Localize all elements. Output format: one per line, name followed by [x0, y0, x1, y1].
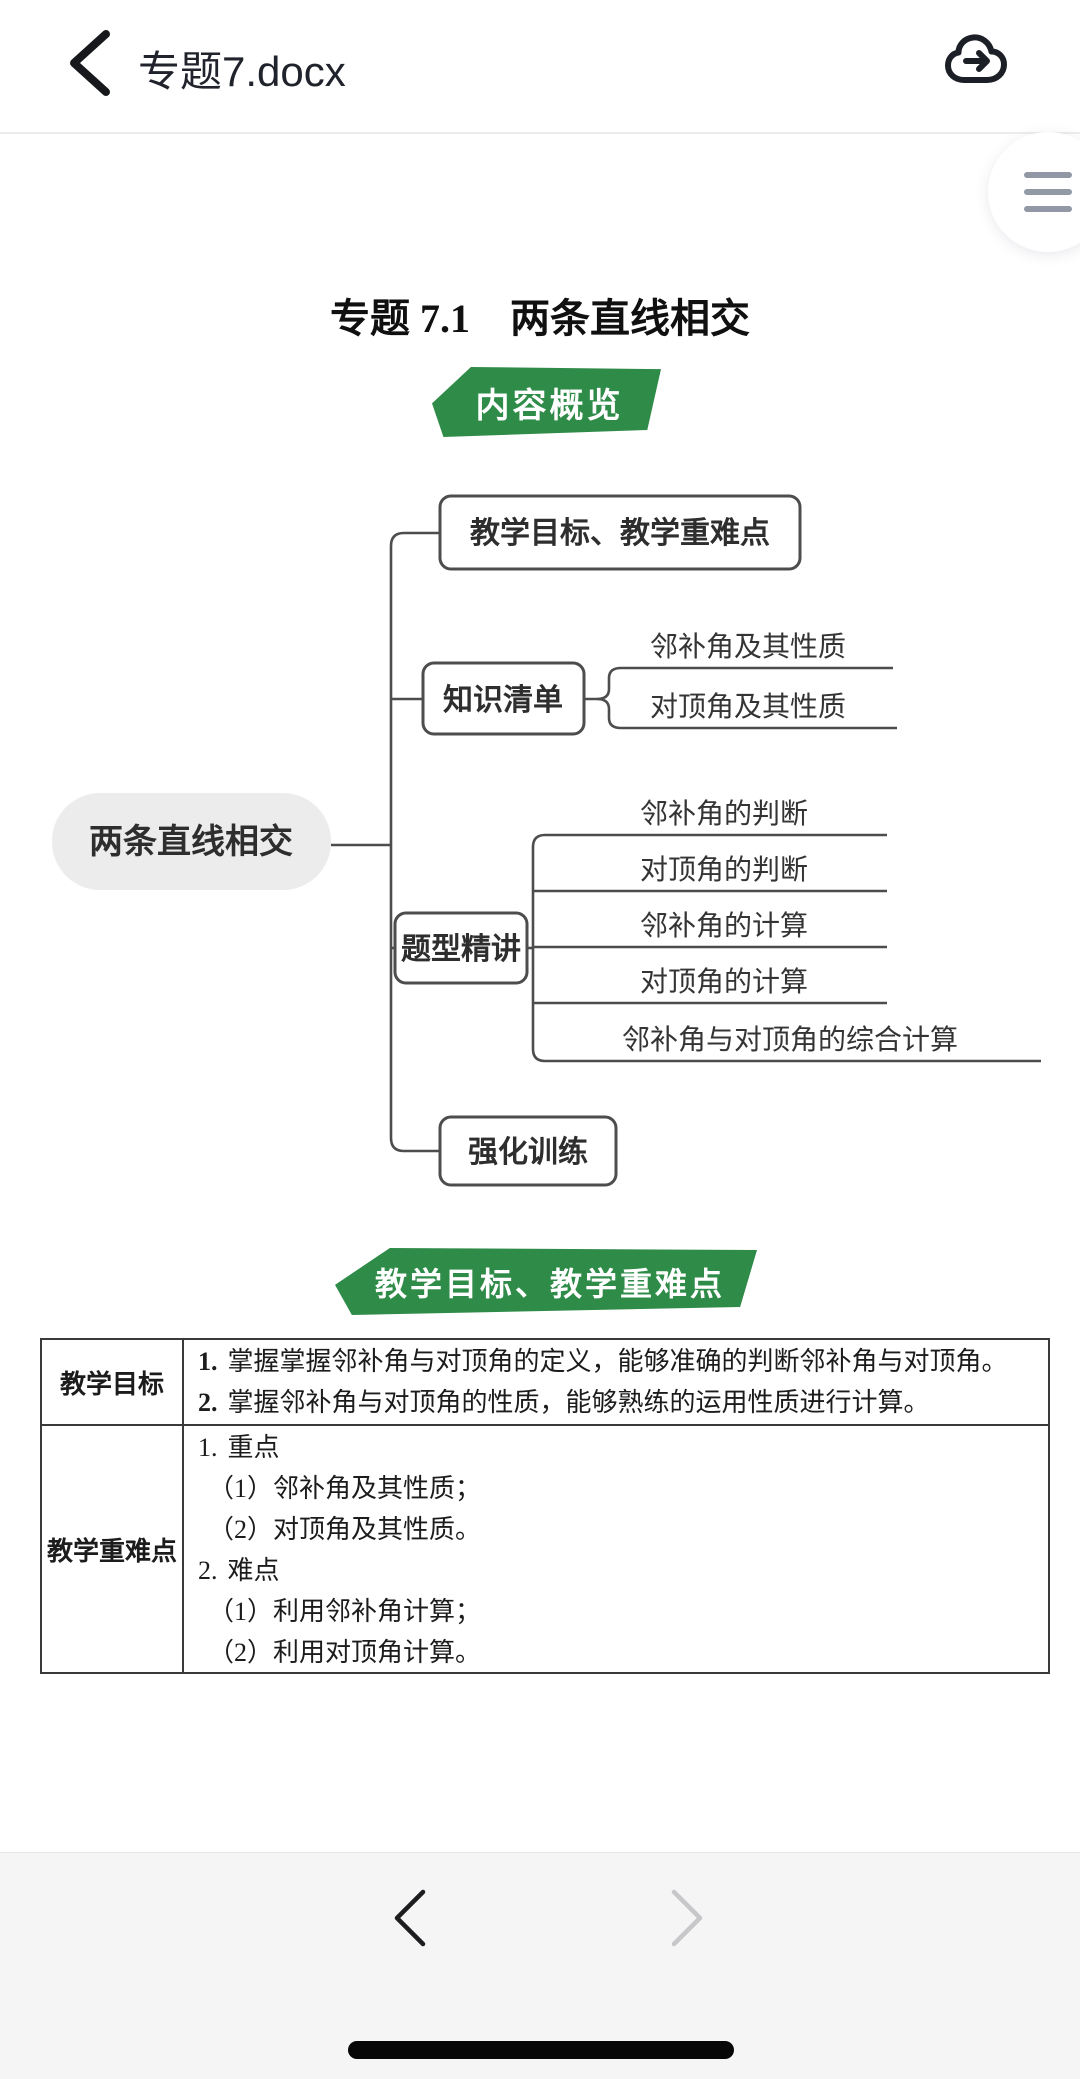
table-line: 2.难点 [198, 1556, 280, 1585]
mindmap-leaf-label: 邻补角与对顶角的综合计算 [622, 1024, 958, 1055]
mindmap-leaf-label: 对顶角的判断 [640, 854, 808, 885]
bottom-toolbar [0, 1852, 1080, 2079]
chevron-right-icon [671, 1889, 703, 1947]
table-line: 2.掌握邻补角与对顶角的性质，能够熟练的运用性质进行计算。 [198, 1388, 930, 1417]
section-banner-label: 教学目标、教学重难点 [374, 1265, 725, 1302]
row-content: 1.重点 （1）邻补角及其性质； （2）对顶角及其性质。 2.难点 （1）利用邻… [184, 1426, 1048, 1672]
cloud-arrow-icon [945, 34, 1007, 83]
table-line: 1.掌握掌握邻补角与对顶角的定义，能够准确的判断邻补角与对顶角。 [198, 1347, 1008, 1376]
mindmap-leaf-label: 邻补角的计算 [640, 910, 808, 941]
mindmap-leaf-label: 邻补角的判断 [640, 798, 808, 829]
table-row: 教学目标 1.掌握掌握邻补角与对顶角的定义，能够准确的判断邻补角与对顶角。 2.… [42, 1340, 1048, 1426]
hamburger-icon [1024, 189, 1072, 195]
mindmap-leaf-label: 对顶角的计算 [640, 966, 808, 997]
row-content: 1.掌握掌握邻补角与对顶角的定义，能够准确的判断邻补角与对顶角。 2.掌握邻补角… [184, 1340, 1048, 1424]
table-line: （1）利用邻补角计算； [208, 1597, 482, 1626]
hamburger-icon [1024, 206, 1072, 212]
mindmap-root-node [52, 793, 331, 890]
table-line: （2）对顶角及其性质。 [208, 1515, 482, 1544]
row-header: 教学重难点 [42, 1426, 184, 1672]
overview-banner-label: 内容概览 [475, 386, 624, 425]
mindmap-connectors [331, 531, 1041, 1153]
mindmap-leaf-label: 对顶角及其性质 [650, 691, 846, 722]
overview-banner: 内容概览 [432, 367, 661, 437]
chevron-left-icon [70, 30, 110, 96]
next-page-button[interactable] [662, 1889, 712, 1947]
mindmap-root-label: 两条直线相交 [89, 822, 293, 861]
mindmap-branch-label: 题型精讲 [401, 933, 521, 966]
side-menu-button[interactable] [988, 132, 1080, 252]
table-line: （2）利用对顶角计算。 [208, 1638, 482, 1667]
document-page[interactable]: 专题 7.1 两条直线相交 内容概览 [0, 134, 1080, 1852]
goals-table: 教学目标 1.掌握掌握邻补角与对顶角的定义，能够准确的判断邻补角与对顶角。 2.… [40, 1338, 1050, 1674]
app-bar: 专题7.docx [0, 0, 1080, 132]
mindmap-branch-boxes [393, 494, 802, 1187]
page-title: 专题 7.1 两条直线相交 [330, 296, 750, 341]
row-header: 教学目标 [42, 1340, 184, 1424]
section-banner: 教学目标、教学重难点 [335, 1248, 757, 1315]
cloud-upload-button[interactable] [942, 28, 1012, 94]
table-row: 教学重难点 1.重点 （1）邻补角及其性质； （2）对顶角及其性质。 2.难点 [42, 1426, 1048, 1672]
mindmap-branch-label: 知识清单 [443, 684, 563, 717]
chevron-left-icon [394, 1889, 426, 1947]
mindmap-branch-label: 强化训练 [468, 1135, 588, 1169]
document-title: 专题7.docx [138, 48, 346, 95]
table-line: 1.重点 [198, 1433, 280, 1462]
prev-page-button[interactable] [385, 1889, 435, 1947]
hamburger-icon [1024, 172, 1072, 178]
back-button[interactable] [62, 28, 118, 98]
table-line: （1）邻补角及其性质； [208, 1474, 482, 1503]
appbar-divider [0, 132, 1080, 134]
mindmap-branch-label: 教学目标、教学重难点 [470, 516, 770, 550]
mindmap-leaf-label: 邻补角及其性质 [650, 631, 846, 662]
home-indicator[interactable] [348, 2041, 734, 2059]
